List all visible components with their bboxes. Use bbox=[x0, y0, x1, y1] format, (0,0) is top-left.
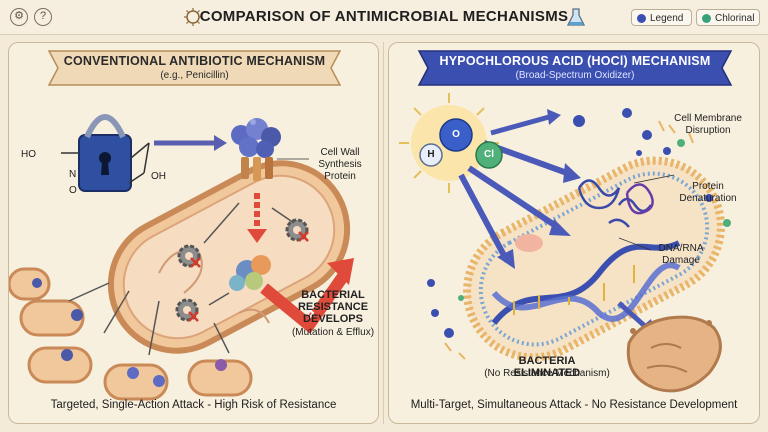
arrow-to-dna bbox=[458, 173, 510, 263]
page-title: COMPARISON OF ANTIMICROBIAL MECHANISMS bbox=[199, 8, 569, 25]
legend-button[interactable]: Legend bbox=[631, 9, 692, 26]
molecule-o-label: O bbox=[69, 185, 77, 196]
gear-icon-3 bbox=[285, 218, 309, 242]
atom-cl-label: Cl bbox=[484, 149, 494, 160]
chlorinal-label: Chlorinal bbox=[715, 13, 755, 24]
flask-icon bbox=[566, 8, 586, 26]
settings-icon[interactable]: ⚙ bbox=[10, 8, 28, 26]
right-banner: HYPOCHLOROUS ACID (HOCl) MECHANISM (Broa… bbox=[429, 51, 721, 85]
chlorinal-button[interactable]: Chlorinal bbox=[696, 9, 760, 26]
panel-divider bbox=[383, 42, 384, 424]
protein-label: Cell Wall Synthesis Protein bbox=[318, 147, 362, 182]
virus-icon bbox=[184, 8, 202, 26]
banner-ribbon bbox=[417, 50, 733, 86]
legend-dot-icon bbox=[637, 14, 646, 23]
help-icon[interactable]: ? bbox=[34, 8, 52, 26]
resistance-sub-label: (Mutation & Efflux) bbox=[291, 327, 375, 338]
title-decorations bbox=[184, 8, 586, 26]
membrane-fragments bbox=[444, 120, 694, 360]
chlorinal-dot-icon bbox=[702, 14, 711, 23]
molecule-n-label: N bbox=[69, 169, 77, 180]
eliminated-bacterium bbox=[626, 315, 722, 393]
molecule-oh-label: OH bbox=[151, 171, 166, 182]
atom-o-label: O bbox=[452, 129, 460, 140]
resistant-bacteria-cluster bbox=[9, 267, 253, 401]
right-banner-subtitle: (Broad-Spectrum Oxidizer) bbox=[515, 70, 635, 81]
inner-arrow-3 bbox=[208, 292, 230, 306]
mutated-protein bbox=[229, 255, 271, 291]
hocl-illustration bbox=[399, 50, 733, 393]
banner-ribbon bbox=[47, 50, 342, 86]
atom-h-label: H bbox=[427, 149, 435, 160]
arrow-to-protein bbox=[467, 165, 561, 231]
bacterium-cell bbox=[107, 160, 351, 354]
penicillin-molecule bbox=[61, 114, 150, 192]
scattered-molecules bbox=[427, 108, 731, 338]
eliminated-sub-label: (No Resistance Mechanism) bbox=[484, 368, 610, 379]
protein-aggregate-purple bbox=[625, 183, 654, 215]
resistance-arrow bbox=[260, 258, 354, 334]
leader-line-dna bbox=[618, 237, 652, 251]
gear-icon-1 bbox=[177, 244, 201, 268]
right-banner-title: HYPOCHLOROUS ACID (HOCl) MECHANISM bbox=[439, 54, 711, 68]
eliminated-label: BACTERIA ELIMINATED bbox=[513, 355, 581, 379]
inner-arrow-1 bbox=[203, 202, 240, 244]
hocl-molecule bbox=[419, 118, 503, 169]
protein-denaturation-label: Protein Denaturation bbox=[679, 181, 737, 204]
legend-label: Legend bbox=[650, 13, 684, 24]
top-bar: ⚙ ? COMPARISON OF ANTIMICROBIAL MECHANIS… bbox=[0, 0, 768, 35]
right-footer: Multi-Target, Simultaneous Attack - No R… bbox=[410, 399, 738, 411]
leader-line-protein bbox=[633, 174, 675, 184]
gear-icon-2 bbox=[175, 298, 199, 322]
antibiotic-illustration bbox=[9, 50, 354, 401]
arrow-to-dead-cell bbox=[617, 301, 649, 330]
conventional-antibiotic-panel: CONVENTIONAL ANTIBIOTIC MECHANISM (e.g.,… bbox=[8, 42, 379, 424]
cell-wall-protein bbox=[231, 118, 281, 181]
arrow-to-top bbox=[490, 114, 550, 136]
dna-double-helix bbox=[491, 240, 681, 325]
left-banner: CONVENTIONAL ANTIBIOTIC MECHANISM (e.g.,… bbox=[59, 51, 330, 85]
membrane-label: Cell Membrane Disruption bbox=[674, 113, 742, 136]
hocl-mechanism-panel: HYPOCHLOROUS ACID (HOCl) MECHANISM (Broa… bbox=[388, 42, 760, 424]
inner-arrow-2 bbox=[271, 207, 295, 224]
left-banner-title: CONVENTIONAL ANTIBIOTIC MECHANISM bbox=[63, 54, 326, 68]
dna-damage-label: DNA/RNA Damage bbox=[658, 243, 704, 266]
left-footer: Targeted, Single-Action Attack - High Ri… bbox=[50, 399, 337, 411]
molecule-ho-label: HO bbox=[21, 149, 36, 160]
left-banner-subtitle: (e.g., Penicillin) bbox=[160, 70, 229, 81]
resistance-label: BACTERIAL RESISTANCE DEVELOPS bbox=[297, 289, 369, 325]
